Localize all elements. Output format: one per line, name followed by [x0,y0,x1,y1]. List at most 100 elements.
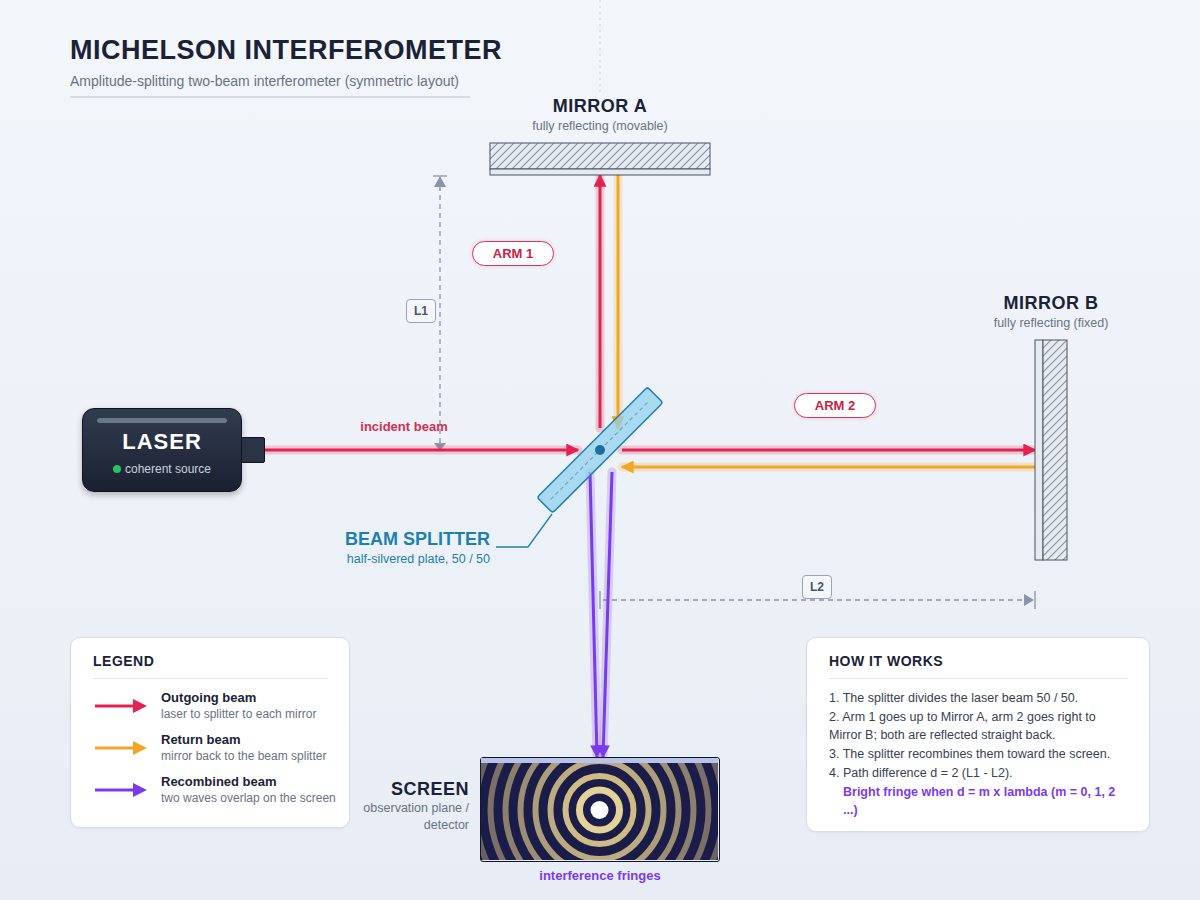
legend-row: Outgoing beamlaser to splitter to each m… [93,689,327,722]
laser-nozzle [241,437,265,463]
splitter-name: BEAM SPLITTER [320,528,490,550]
splitter-plate [578,428,622,472]
mirror-note: fully reflecting (movable) [532,117,667,135]
beam-glow [622,463,1035,472]
mirror-caption: MIRROR Afully reflecting (movable) [532,95,667,135]
mirror-hatch [1043,340,1067,560]
beam-glow [622,446,1035,455]
step-text: 4. Path difference d = 2 (L1 - L2). [829,764,1127,782]
purple-beam [590,472,597,757]
sample-head [133,783,147,797]
arm-label: ARM 2 [815,397,855,414]
beam [622,467,1035,468]
beam [600,175,601,428]
red-beam [599,175,602,428]
legend-sample [93,782,149,798]
figure-label: interference fringes [500,868,700,884]
fringe-center [591,801,609,819]
plate-body [537,387,663,513]
screen-note: observation plane / detector [357,800,469,834]
highlight-note: Bright fringe when d = m x lambda (m = 0… [829,783,1127,819]
legend-sample [93,740,149,756]
dimension-label: L1 [414,303,428,319]
dimension-tick [599,591,600,609]
screen-node: SCREENobservation plane / detector [480,757,720,862]
fringe-ring [481,758,718,860]
splitter-node: BEAM SPLITTERhalf-silvered plate, 50 / 5… [578,428,622,472]
beam [590,472,597,757]
beam [618,175,619,428]
purple-beam [603,472,612,757]
beam [242,450,578,451]
splitter-caption: BEAM SPLITTERhalf-silvered plate, 50 / 5… [320,528,490,568]
dim-node: L1 [406,299,436,323]
fringe-pattern [481,758,718,860]
fringe-ring [491,758,709,860]
orange-beam [617,175,620,428]
legend-note: mirror back to the beam splitter [161,748,326,764]
laser-node: LASERcoherent source [82,408,242,492]
mirror-surface [1035,340,1043,560]
legend-text: Outgoing beamlaser to splitter to each m… [161,689,316,722]
laser-highlight [97,418,227,423]
dimension-tick [433,175,447,176]
plate-axis [551,401,650,500]
leader-line [496,514,552,547]
dimension-label: L2 [810,579,824,595]
beam-glow [614,175,623,428]
mirror-node: MIRROR Afully reflecting (movable) [490,143,710,175]
red-beam [622,449,1035,452]
legend-panel: LEGEND Outgoing beamlaser to splitter to … [70,637,350,828]
splitter-note: half-silvered plate, 50 / 50 [320,550,490,568]
legend-label: Return beam [161,731,326,748]
sample-head [133,741,147,755]
sample-line [95,704,137,707]
dimension-tick [1034,591,1035,609]
mirror-name: MIRROR B [994,292,1109,314]
mirror-body [490,143,710,175]
screen-top [481,758,718,763]
step-text: 1. The splitter divides the laser beam 5… [829,689,1127,707]
step-text: 2. Arm 1 goes up to Mirror A, arm 2 goes… [829,708,1127,744]
sample-line [95,746,137,749]
mirror-caption: MIRROR Bfully reflecting (fixed) [994,292,1109,332]
sample-line [95,788,137,791]
fringe-ring [551,761,649,859]
dimension-arrow [434,176,446,187]
arm-label: ARM 1 [493,245,533,262]
laser-note: coherent source [83,461,241,477]
legend-label: Recombined beam [161,773,336,790]
fringe-ring [481,758,718,860]
fringe-ring [580,790,620,830]
mirror-body [1035,340,1067,560]
dimension-line [603,599,1024,600]
beam-glow [596,175,605,428]
fringe-ring [536,758,664,860]
diagram-caption: Amplitude-splitting two-beam interferome… [70,72,459,90]
legend-note: two waves overlap on the screen [161,790,336,806]
info-panel: HOW IT WORKS1. The splitter divides the … [806,637,1150,832]
panel-heading: LEGEND [93,652,327,679]
legend-row: Return beammirror back to the beam split… [93,731,327,764]
dimension-arrow [1024,594,1034,606]
screen-caption: SCREENobservation plane / detector [357,778,469,834]
diagram-title: MICHELSON INTERFEROMETER [70,34,502,66]
fringe-ring [521,758,679,860]
red-beam [242,449,578,452]
legend-label: Outgoing beam [161,689,316,706]
beam-glow [242,446,578,455]
legend-text: Return beammirror back to the beam split… [161,731,326,764]
beam [622,450,1035,451]
legend-sample [93,698,149,714]
dimension-line [439,186,440,448]
mirror-name: MIRROR A [532,95,667,117]
dim-node: L2 [802,575,832,599]
legend-note: laser to splitter to each mirror [161,706,316,722]
legend-row: Recombined beamtwo waves overlap on the … [93,773,327,806]
fringe-ring [506,758,694,860]
legend-text: Recombined beamtwo waves overlap on the … [161,773,336,806]
title-rule [70,96,470,97]
mirror-hatch [490,143,710,169]
screen-name: SCREEN [357,778,469,800]
